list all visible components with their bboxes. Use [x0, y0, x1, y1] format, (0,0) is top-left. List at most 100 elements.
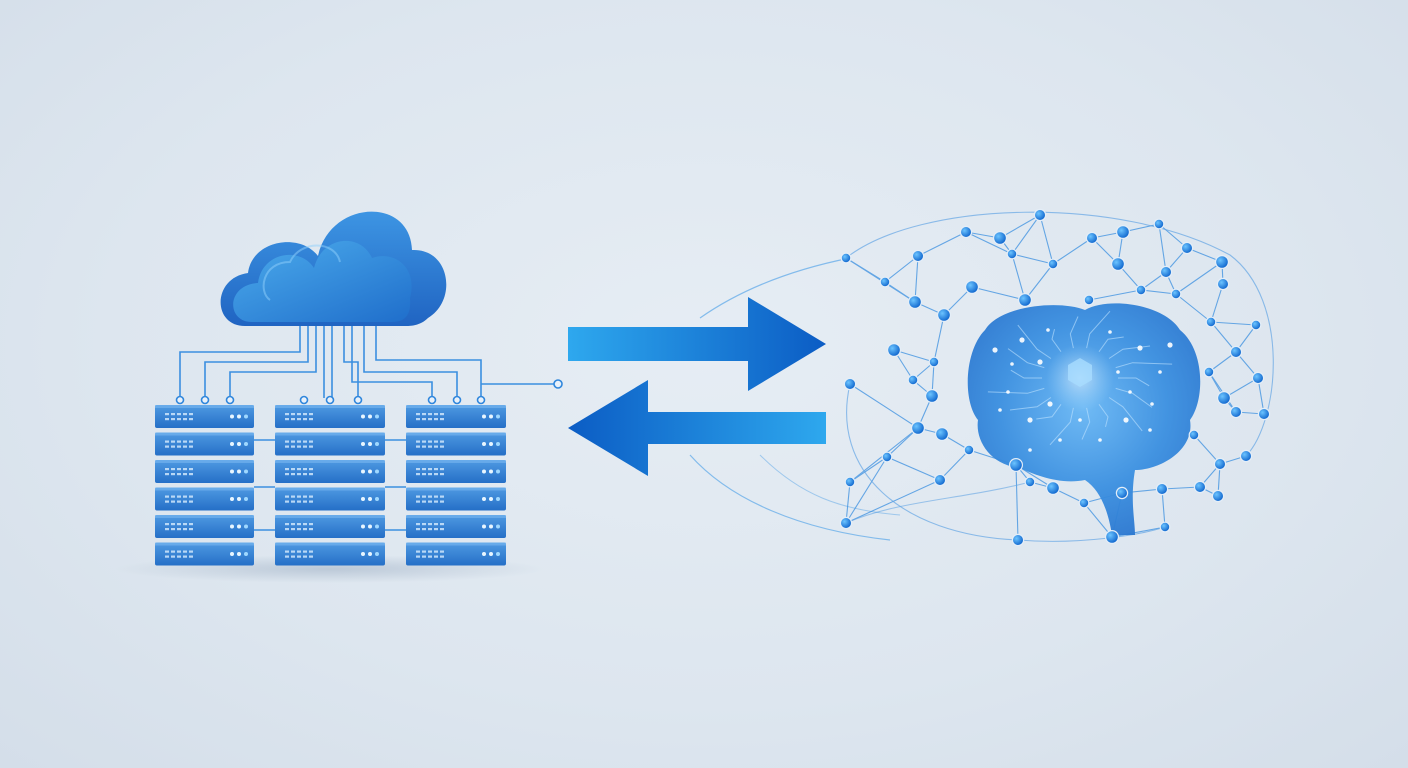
- server-unit: [275, 432, 385, 456]
- network-node-core: [1182, 243, 1192, 253]
- server-unit: [155, 515, 254, 538]
- brain-sparks: [992, 328, 1173, 452]
- network-node-core: [1204, 367, 1214, 377]
- network-node-core: [1195, 482, 1205, 492]
- network-node-core: [1259, 409, 1269, 419]
- server-unit: [275, 405, 385, 428]
- network-node-core: [1157, 484, 1167, 494]
- brain-spark: [1137, 345, 1143, 351]
- cloud-server-group: [115, 211, 563, 583]
- brain-spark: [1158, 370, 1162, 374]
- server-unit: [155, 405, 254, 428]
- network-node-core: [1136, 285, 1146, 295]
- network-node-core: [912, 422, 924, 434]
- network-node-core: [961, 227, 971, 237]
- neural-network-icon: [845, 211, 1274, 542]
- server-unit: [406, 460, 506, 483]
- network-node-core: [1048, 259, 1058, 269]
- network-node-core: [966, 281, 978, 293]
- network-nodes: [839, 208, 1271, 547]
- network-node-core: [913, 251, 923, 261]
- network-node-core: [936, 428, 948, 440]
- brain-spark: [1037, 359, 1043, 365]
- server-rack-icon: [275, 405, 385, 566]
- server-racks: [155, 405, 506, 566]
- server-unit: [155, 432, 254, 456]
- network-node-core: [1079, 498, 1089, 508]
- brain-spark: [1058, 438, 1062, 442]
- network-node-core: [1047, 482, 1059, 494]
- server-unit: [406, 432, 506, 456]
- exchange-arrows: [568, 257, 901, 541]
- arrow-right-icon: [568, 297, 826, 391]
- server-unit: [275, 487, 385, 511]
- network-node-core: [888, 344, 900, 356]
- network-node-core: [1231, 407, 1241, 417]
- network-node-core: [1013, 535, 1023, 545]
- cloud-icon: [220, 211, 447, 326]
- server-unit: [155, 460, 254, 483]
- server-rack-icon: [155, 405, 254, 566]
- network-node-core: [1025, 477, 1035, 487]
- network-node-core: [1117, 226, 1129, 238]
- network-node-core: [845, 477, 855, 487]
- brain-spark: [1116, 370, 1120, 374]
- network-node-core: [1087, 233, 1097, 243]
- network-node-core: [880, 277, 890, 287]
- network-node-core: [964, 445, 974, 455]
- brain-spark: [1148, 428, 1152, 432]
- network-node-core: [1231, 347, 1241, 357]
- brain-spark: [1123, 417, 1129, 423]
- server-unit: [406, 487, 506, 511]
- brain-spark: [1046, 328, 1050, 332]
- wire-terminals: [175, 379, 563, 405]
- server-unit: [155, 487, 254, 511]
- network-node-core: [1213, 491, 1223, 501]
- network-node-core: [926, 390, 938, 402]
- network-node-core: [1206, 317, 1216, 327]
- server-unit: [406, 542, 506, 566]
- circuit-brain-icon: [967, 303, 1201, 535]
- network-edges: [845, 211, 1274, 542]
- network-node-core: [1035, 210, 1045, 220]
- network-node-core: [882, 452, 892, 462]
- network-node-core: [1216, 256, 1228, 268]
- network-node-core: [938, 309, 950, 321]
- server-unit: [406, 405, 506, 428]
- network-node-core: [929, 357, 939, 367]
- brain-spark: [1027, 417, 1033, 423]
- network-node-core: [1171, 289, 1181, 299]
- network-node-core: [1007, 249, 1017, 259]
- brain-spark: [992, 347, 998, 353]
- network-node-core: [1218, 392, 1230, 404]
- network-node-core: [841, 518, 851, 528]
- brain-spark: [1028, 448, 1032, 452]
- network-node-core: [841, 253, 851, 263]
- brain-spark: [1098, 438, 1102, 442]
- network-node-core: [1010, 459, 1022, 471]
- brain-spark: [1167, 342, 1173, 348]
- network-node-core: [1161, 267, 1171, 277]
- brain-spark: [1128, 390, 1132, 394]
- cloud-wires: [179, 325, 555, 531]
- server-unit: [275, 460, 385, 483]
- network-node-core: [1106, 531, 1118, 543]
- network-node-core: [1160, 522, 1170, 532]
- brain-spark: [1006, 390, 1010, 394]
- brain-circuit-traces: [987, 310, 1173, 446]
- flow-curve-top: [699, 257, 851, 319]
- server-unit: [406, 515, 506, 538]
- network-node-core: [1084, 295, 1094, 305]
- network-node-core: [1189, 430, 1199, 440]
- network-node-core: [1112, 258, 1124, 270]
- network-node-core: [1251, 320, 1261, 330]
- brain-spark: [1078, 418, 1082, 422]
- network-node-core: [1117, 488, 1127, 498]
- server-unit: [275, 542, 385, 566]
- network-node-core: [1154, 219, 1164, 229]
- server-unit: [275, 515, 385, 538]
- network-node-core: [845, 379, 855, 389]
- brain-spark: [1047, 401, 1053, 407]
- flow-curve-bottom: [689, 454, 891, 541]
